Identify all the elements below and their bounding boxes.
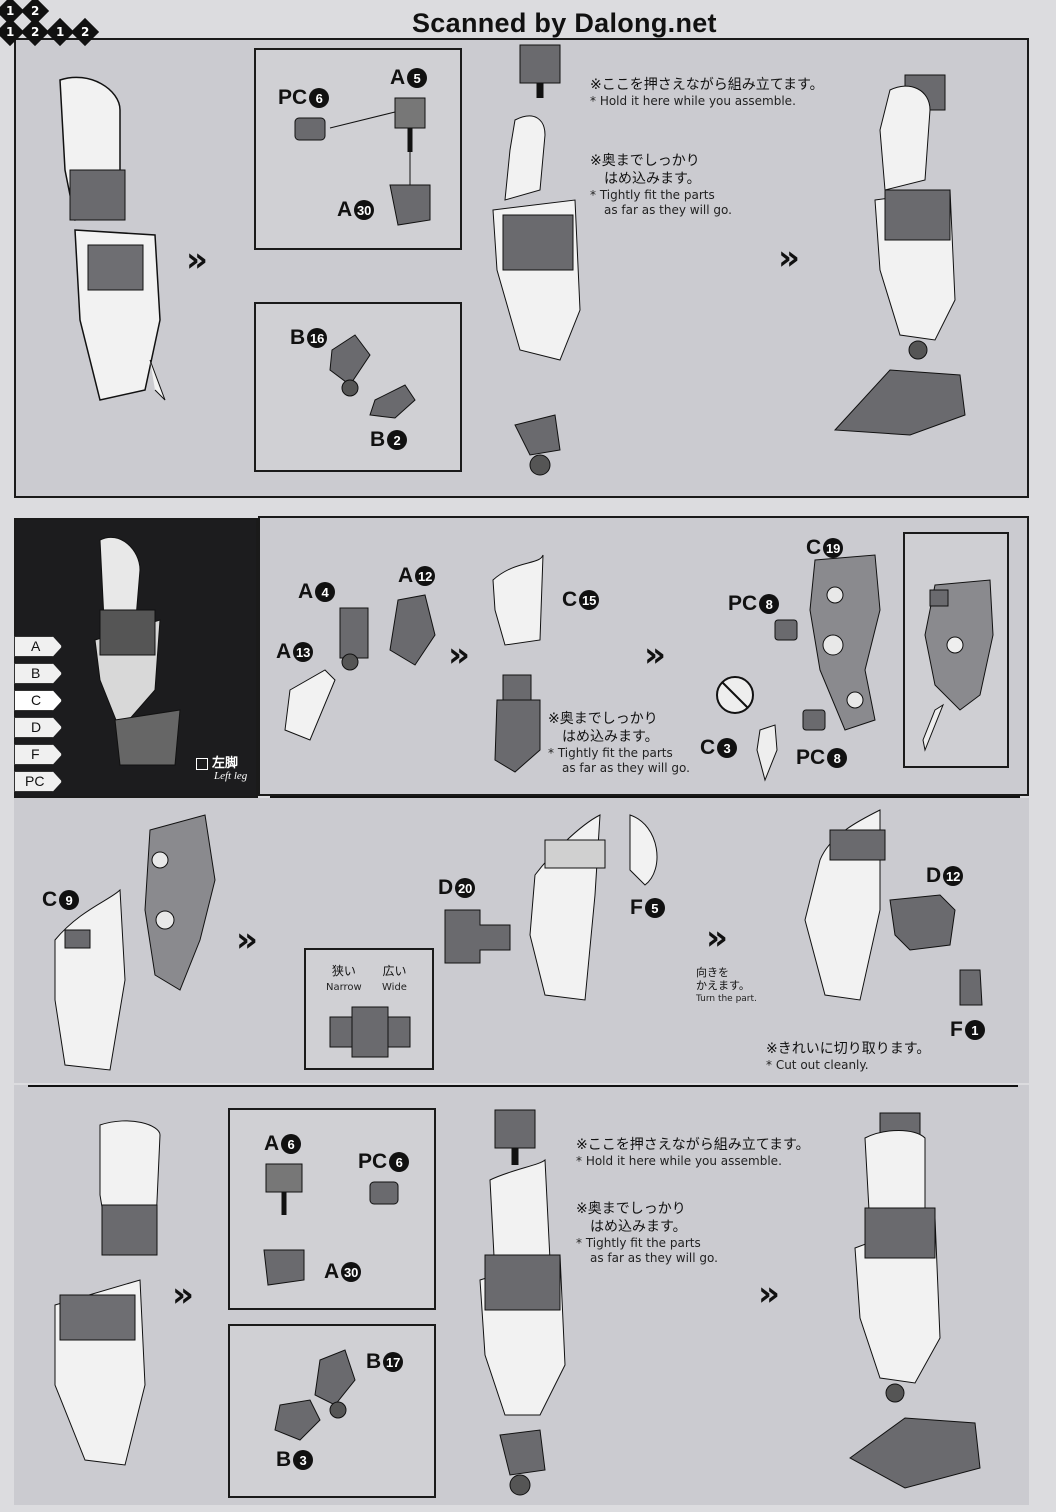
s2-thigh-art [492, 554, 544, 773]
next-arrow: » [172, 1275, 194, 1315]
s4-inset-parts-art [263, 1163, 399, 1286]
s2-frame-parts-art [716, 554, 881, 782]
divider [270, 796, 1020, 798]
s1-hold-note: ※ここを押さえながら組み立てます。* Hold it here while yo… [590, 77, 824, 108]
next-arrow: » [236, 920, 258, 960]
s3-width-diagram-art [329, 1006, 411, 1058]
sidebar-title-en: Left leg [214, 770, 248, 782]
cut-cleanly-note: ※きれいに切り取ります。* Cut out cleanly. [766, 1041, 931, 1072]
s4-left-leg-art [54, 1120, 161, 1466]
s4-hold-note: ※ここを押さえながら組み立てます。* Hold it here while yo… [576, 1137, 810, 1168]
next-arrow: » [186, 240, 208, 280]
s1-finished-leg-art [833, 74, 966, 436]
next-arrow: » [644, 635, 666, 675]
s4-finished-leg-art [849, 1112, 981, 1489]
tab-d: D [14, 717, 62, 738]
left-leg-preview-art [94, 536, 181, 766]
s3-knee-art [54, 814, 216, 1071]
turn-part-note: 向きをかえます。Turn the part. [696, 966, 757, 1004]
s3-d20-part-art [444, 909, 511, 964]
s4-inset-top [228, 1108, 436, 1310]
s4-inset-bottom-parts-art [274, 1349, 356, 1441]
s3-right-leg-art [804, 809, 983, 1006]
next-arrow: » [758, 1274, 780, 1314]
s4-center-leg-art [479, 1109, 566, 1496]
sidebar-title-jp: 左脚 [212, 756, 239, 771]
next-arrow: » [778, 238, 800, 278]
next-arrow: » [448, 635, 470, 675]
s1-inset-parts-art [294, 97, 431, 226]
divider [28, 1085, 1018, 1087]
s3-center-leg-art [529, 814, 658, 1001]
scanned-by-watermark: Scanned by Dalong.net [412, 8, 717, 38]
tab-f: F [14, 744, 62, 765]
sidebar-title: 左脚 [196, 752, 238, 771]
next-arrow: » [706, 918, 728, 958]
tab-a: A [14, 636, 62, 657]
s2-hip-parts-art [284, 594, 436, 741]
section-2-thigh-assembly [258, 516, 1029, 796]
s1-center-leg-art [492, 44, 581, 476]
tab-c: C [14, 690, 62, 711]
tab-b: B [14, 663, 62, 684]
s1-inset-bottom-parts-art [329, 334, 416, 419]
s1-left-leg-part-art [59, 76, 166, 401]
s2-result-frame-art [922, 579, 994, 752]
tab-pc: PC [14, 771, 62, 792]
